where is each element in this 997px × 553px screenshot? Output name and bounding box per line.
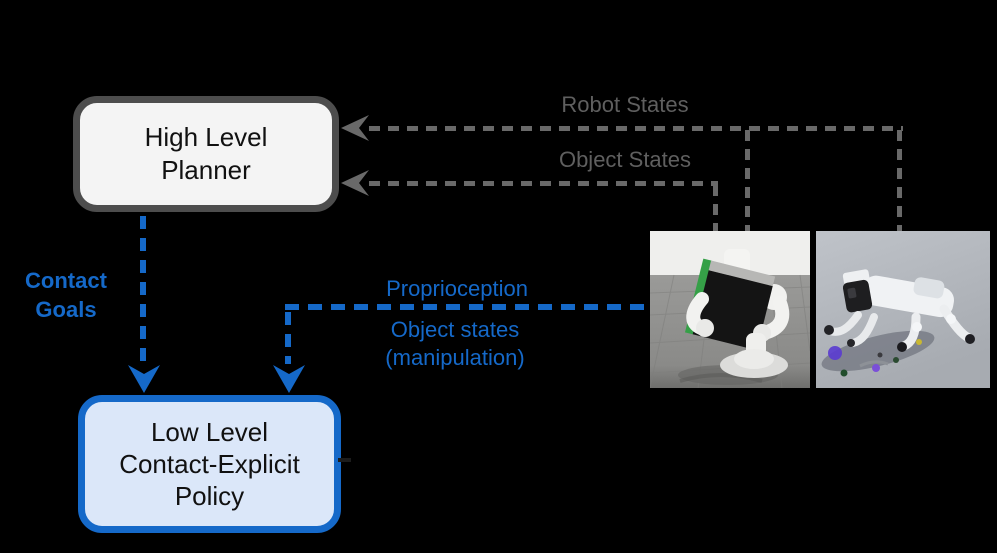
low-level-policy-label-line2: Contact-Explicit <box>119 449 300 479</box>
arrowhead-down-proprioception-icon <box>272 364 306 394</box>
contact-goals-label: Contact Goals <box>6 266 126 324</box>
high-level-planner-box: High Level Planner <box>73 96 339 212</box>
low-level-policy-box: Low Level Contact-Explicit Policy <box>78 395 341 533</box>
proprioception-line-vertical <box>285 312 291 364</box>
object-states-manipulation-label: Object states (manipulation) <box>355 316 555 372</box>
robot-states-line-horizontal <box>369 126 903 131</box>
high-level-planner-label-line1: High Level <box>144 122 268 152</box>
object-states-line-horizontal <box>369 181 718 186</box>
low-level-policy-label-line1: Low Level <box>150 417 269 447</box>
object-states-line-vertical <box>713 185 718 231</box>
object-states-manipulation-label-line1: Object states <box>390 317 520 342</box>
contact-goals-label-line2: Goals <box>35 297 97 322</box>
humanoid-robot-photo <box>650 231 810 388</box>
proprioception-label: Proprioception <box>386 276 528 301</box>
object-states-manipulation-label-line2: (manipulation) <box>385 345 525 370</box>
low-level-policy-label-line3: Policy <box>174 481 245 511</box>
robot-states-label: Robot States <box>561 92 689 117</box>
arrowhead-left-object-states-icon <box>340 169 370 197</box>
high-level-planner-label-line2: Planner <box>161 155 251 185</box>
proprioception-line-horizontal <box>285 304 650 310</box>
robot-states-line-vertical-humanoid <box>745 130 750 231</box>
robot-states-line-vertical-quadruped <box>897 130 902 231</box>
contact-goals-line-vertical <box>140 216 146 364</box>
object-states-label: Object States <box>558 147 692 172</box>
quadruped-robot-photo <box>816 231 990 388</box>
arrowhead-left-robot-states-icon <box>340 114 370 142</box>
contact-goals-label-line1: Contact <box>25 268 107 293</box>
policy-output-stub <box>338 458 351 462</box>
arrowhead-down-contact-goals-icon <box>127 364 161 394</box>
